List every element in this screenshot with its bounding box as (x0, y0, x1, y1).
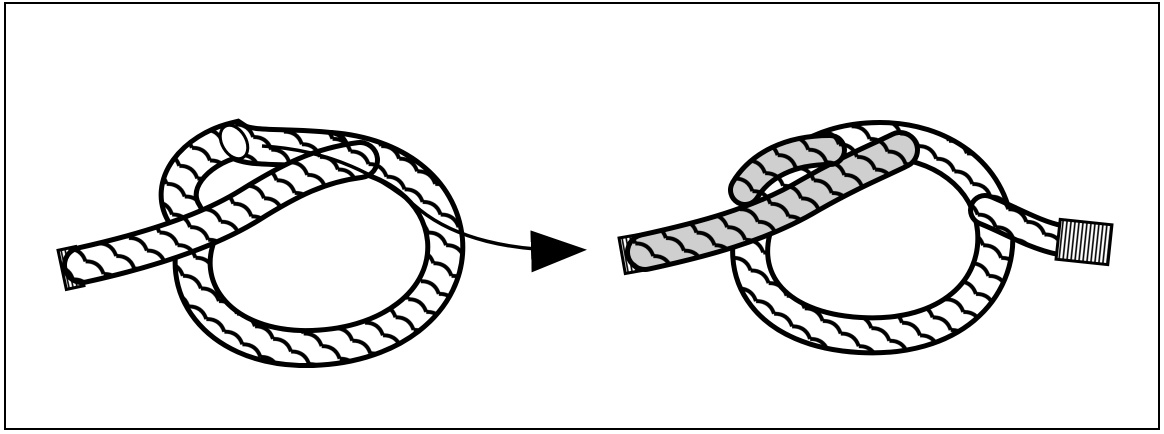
tightened-knot-rope-icon (619, 140, 1112, 335)
rope-frayed-end-right (1056, 219, 1112, 264)
rope-standing-part (82, 160, 360, 265)
overhand-loop-rope-icon (58, 120, 445, 348)
